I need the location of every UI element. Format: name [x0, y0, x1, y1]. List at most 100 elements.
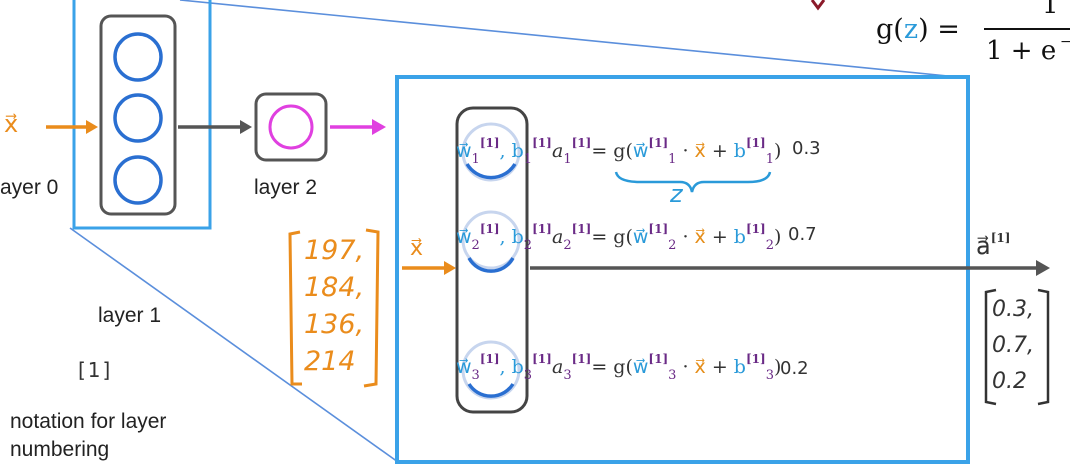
zoomed-layer-box: [455, 106, 529, 414]
neuron3-b-sup: [1]: [532, 352, 552, 366]
layer1-neuron-2: [113, 93, 163, 143]
formula-exponent-partial: −: [1060, 34, 1070, 50]
zoomed-neuron-2-arc: [467, 257, 515, 273]
neuron2-eq-g: = g(: [591, 226, 633, 248]
neuron3-b: , b: [499, 356, 524, 378]
output-vector-bracket-right: [1037, 288, 1050, 406]
neuron3-w-sup: [1]: [479, 352, 500, 366]
neuron1-eq-plus: +: [705, 140, 734, 162]
formula-denominator: 1 + e: [986, 36, 1057, 66]
neuron2-value: 0.7: [788, 224, 817, 245]
neuron3-params: w⃗3[1], b3[1]: [456, 352, 552, 383]
formula-numerator: 1: [1042, 0, 1059, 20]
neuron1-b-sub: 1: [523, 152, 533, 167]
input-arrowhead: [86, 120, 98, 134]
input-value-1: 197,: [304, 235, 365, 266]
neuron1-eq-g: = g(: [591, 140, 633, 162]
output-vector: 0.3, 0.7, 0.2: [992, 292, 1034, 400]
input-bracket-right: [363, 228, 380, 388]
neuron2-b-sub: 2: [523, 238, 533, 253]
hidden-arrowhead: [240, 120, 252, 134]
zoom-line-bottom: [69, 227, 399, 463]
neuron1-eq-dot: ·: [676, 140, 695, 162]
neuron2-eq-w-sub: 2: [668, 238, 677, 253]
handwritten-input-vector: 197, 184, 136, 214: [304, 232, 364, 380]
neuron3-w-sub: 3: [471, 368, 480, 383]
input-bracket-left: [288, 230, 302, 386]
neuron2-w-sup: [1]: [479, 222, 500, 236]
neuron3-a: a: [552, 356, 564, 378]
layer1-label: layer 1: [98, 304, 162, 327]
neuron1-params: w⃗1[1], b1[1]: [456, 136, 552, 167]
neuron2-params: w⃗2[1], b2[1]: [456, 222, 552, 253]
layer1-neuron-3: [113, 155, 163, 205]
neuron1-a: a: [552, 140, 564, 162]
output-a: a⃗: [976, 232, 991, 260]
formula-open-paren: (: [893, 14, 904, 45]
neuron3-eq-dot: ·: [676, 356, 695, 378]
neuron2-a-sup: [1]: [571, 222, 592, 236]
formula-g: g: [876, 14, 894, 45]
layer2-output-arrowhead: [372, 119, 386, 135]
neuron1-eq-close: ): [773, 140, 782, 162]
zoomed-neuron-3-arc: [467, 382, 515, 398]
notation-line2: numbering: [10, 438, 110, 461]
neuron3-a-sub: 3: [563, 368, 572, 383]
neuron3-value: 0.2: [780, 358, 809, 379]
neuron1-value: 0.3: [792, 138, 821, 159]
layer1-neuron-1: [113, 32, 163, 82]
neuron1-eq-w: w⃗: [632, 140, 649, 162]
neuron2-a: a: [552, 226, 564, 248]
zoomed-neuron-1-ring: [461, 122, 521, 182]
neuron2-w: w⃗: [456, 226, 472, 248]
output-arrowhead: [1036, 260, 1050, 276]
neuron2-eq-dot: ·: [676, 226, 695, 248]
sigmoid-formula-lhs: g(z) =: [876, 14, 960, 45]
neuron3-eq-w-sub: 3: [668, 368, 677, 383]
neuron1-b: , b: [499, 140, 524, 162]
neuron2-b-sup: [1]: [532, 222, 552, 236]
neuron2-b: , b: [499, 226, 524, 248]
neuron2-eq-b-sup: [1]: [745, 222, 766, 236]
neuron2-eq-b: b: [733, 226, 746, 248]
input-value-2: 184,: [304, 272, 365, 303]
neuron1-eq-x: x⃗: [694, 140, 706, 162]
zoomed-neuron-2-ring: [461, 210, 521, 270]
neuron1-equation: a1[1]= g(w⃗[1]1 · x⃗ + b[1]1): [552, 136, 782, 167]
input-value-3: 136,: [304, 309, 365, 340]
output-label: a⃗[1]: [976, 231, 1010, 260]
neuron3-eq-x: x⃗: [694, 356, 706, 378]
layer1-highlight-frame: [72, 0, 212, 230]
layer2-label: layer 2: [254, 176, 318, 199]
output-value-2: 0.7,: [992, 333, 1034, 358]
neuron2-a-sub: 2: [563, 238, 572, 253]
zoom-line-top: [179, 0, 969, 79]
neuron1-w: w⃗: [456, 140, 472, 162]
neuron1-eq-w-sup: [1]: [648, 136, 669, 150]
neuron2-w-sub: 2: [471, 238, 480, 253]
bracket-notation: [1]: [78, 358, 113, 382]
neuron2-eq-b-sub: 2: [765, 238, 774, 253]
input-value-4: 214: [304, 346, 356, 377]
z-label: z: [670, 180, 683, 208]
zoomed-neuron-3-ring: [461, 340, 521, 400]
neuron1-a-sup: [1]: [571, 136, 592, 150]
neuron1-w-sub: 1: [471, 152, 480, 167]
neuron2-eq-plus: +: [705, 226, 734, 248]
neuron1-w-sup: [1]: [479, 136, 500, 150]
output-vector-bracket-left: [984, 288, 997, 406]
layer0-label: ayer 0: [0, 176, 59, 199]
neuron3-eq-b-sup: [1]: [745, 352, 766, 366]
neuron3-eq-b-sub: 3: [765, 368, 774, 383]
layer2-box: [254, 92, 328, 162]
neuron3-w: w⃗: [456, 356, 472, 378]
notation-line1: notation for layer: [10, 410, 167, 433]
neuron2-eq-close: ): [773, 226, 782, 248]
layer2-neuron: [268, 104, 314, 150]
neuron3-a-sup: [1]: [571, 352, 592, 366]
neuron1-eq-b: b: [733, 140, 746, 162]
formula-z: z: [903, 14, 919, 45]
input-x-label: x⃗: [4, 110, 19, 138]
zoomed-input-arrowhead: [444, 261, 456, 275]
